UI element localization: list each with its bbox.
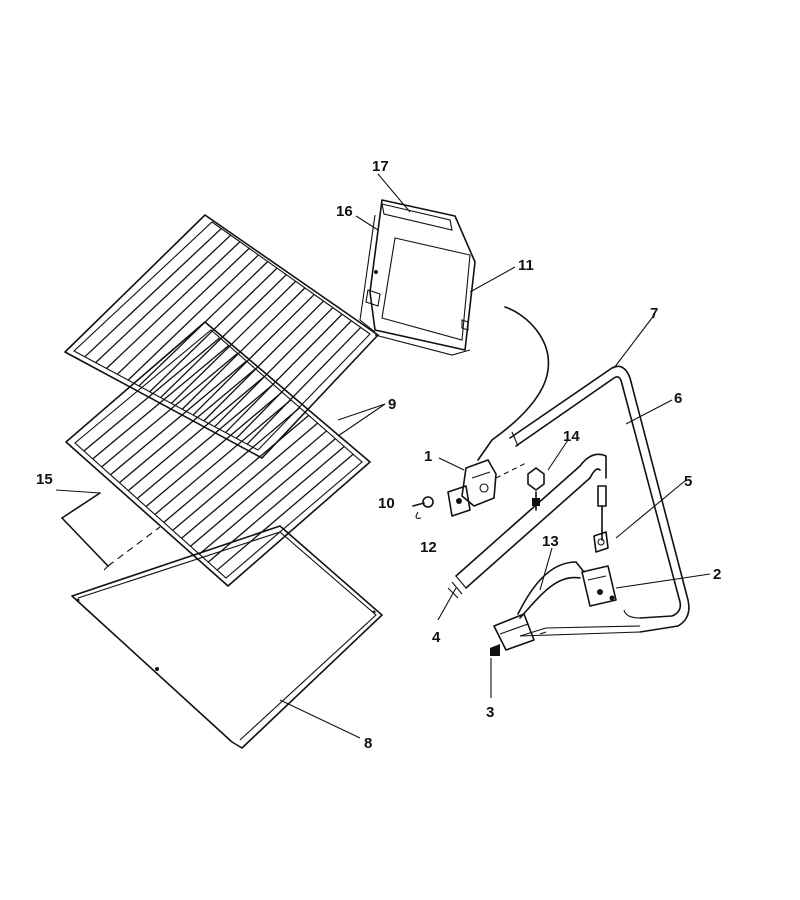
screw xyxy=(412,496,434,519)
safety-valve xyxy=(581,565,617,607)
callout-16: 16 xyxy=(336,203,353,220)
part-15-bracket xyxy=(61,492,161,571)
rack-rod xyxy=(145,391,283,508)
rack-rod xyxy=(84,228,222,358)
rack-rod xyxy=(235,320,352,439)
rack-rod xyxy=(225,313,343,433)
callout-14: 14 xyxy=(563,428,580,445)
igniter-bracket xyxy=(447,485,471,517)
ignition-wire xyxy=(517,561,585,619)
rack-rod xyxy=(127,376,265,492)
capillary-wire xyxy=(477,306,550,461)
rack-rod xyxy=(110,360,247,476)
callout-17: 17 xyxy=(372,158,389,175)
rack-rod xyxy=(127,254,259,381)
callout-9: 9 xyxy=(388,396,396,413)
oven-liner-panel xyxy=(359,199,476,356)
rack-rod xyxy=(95,234,232,364)
callout-12: 12 xyxy=(420,539,437,556)
callout-labels: 1 2 3 4 5 6 7 8 9 10 11 12 13 14 15 16 1… xyxy=(36,158,721,752)
callout-1: 1 xyxy=(424,448,432,465)
rack-rod xyxy=(118,368,256,484)
callout-11: 11 xyxy=(518,257,534,274)
callout-6: 6 xyxy=(674,390,682,407)
rack-rod xyxy=(246,326,362,445)
rack-rod xyxy=(181,422,319,539)
rack-rod xyxy=(190,430,327,547)
rack-rod xyxy=(192,294,315,416)
callout-3: 3 xyxy=(486,704,494,721)
rack-rod xyxy=(92,345,230,460)
orifice-nut xyxy=(527,467,545,511)
rack-rod xyxy=(136,383,274,500)
rack-rod xyxy=(172,414,310,531)
leader-lines xyxy=(55,173,711,739)
oven-rack-upper xyxy=(64,214,379,459)
rack-rod xyxy=(203,300,324,422)
callout-8: 8 xyxy=(364,735,372,752)
rack-rod xyxy=(106,241,241,369)
oven-bottom-panel xyxy=(71,525,383,749)
pilot-bracket xyxy=(490,613,547,656)
rack-rod xyxy=(214,307,334,428)
rack-rod xyxy=(101,352,239,468)
rack-rod xyxy=(181,287,306,410)
rack-rod xyxy=(216,453,354,571)
callout-15: 15 xyxy=(36,471,53,488)
rack-rod xyxy=(154,399,292,515)
spark-electrode xyxy=(593,531,609,553)
rack-rod xyxy=(170,280,297,404)
oven-rack-lower xyxy=(65,321,371,587)
callout-10: 10 xyxy=(378,495,395,512)
callout-7: 7 xyxy=(650,305,658,322)
gas-manifold-tube xyxy=(447,453,607,599)
rack-rod xyxy=(83,337,221,452)
igniter xyxy=(461,459,529,507)
callout-2: 2 xyxy=(713,566,721,583)
rack-rod xyxy=(198,438,336,555)
rack-rod xyxy=(160,274,287,399)
rack-rod xyxy=(163,407,301,523)
burner-tube-assembly xyxy=(509,365,690,637)
callout-13: 13 xyxy=(542,533,559,550)
callout-4: 4 xyxy=(432,629,441,646)
rack-rod xyxy=(116,247,250,375)
callout-5: 5 xyxy=(684,473,692,490)
